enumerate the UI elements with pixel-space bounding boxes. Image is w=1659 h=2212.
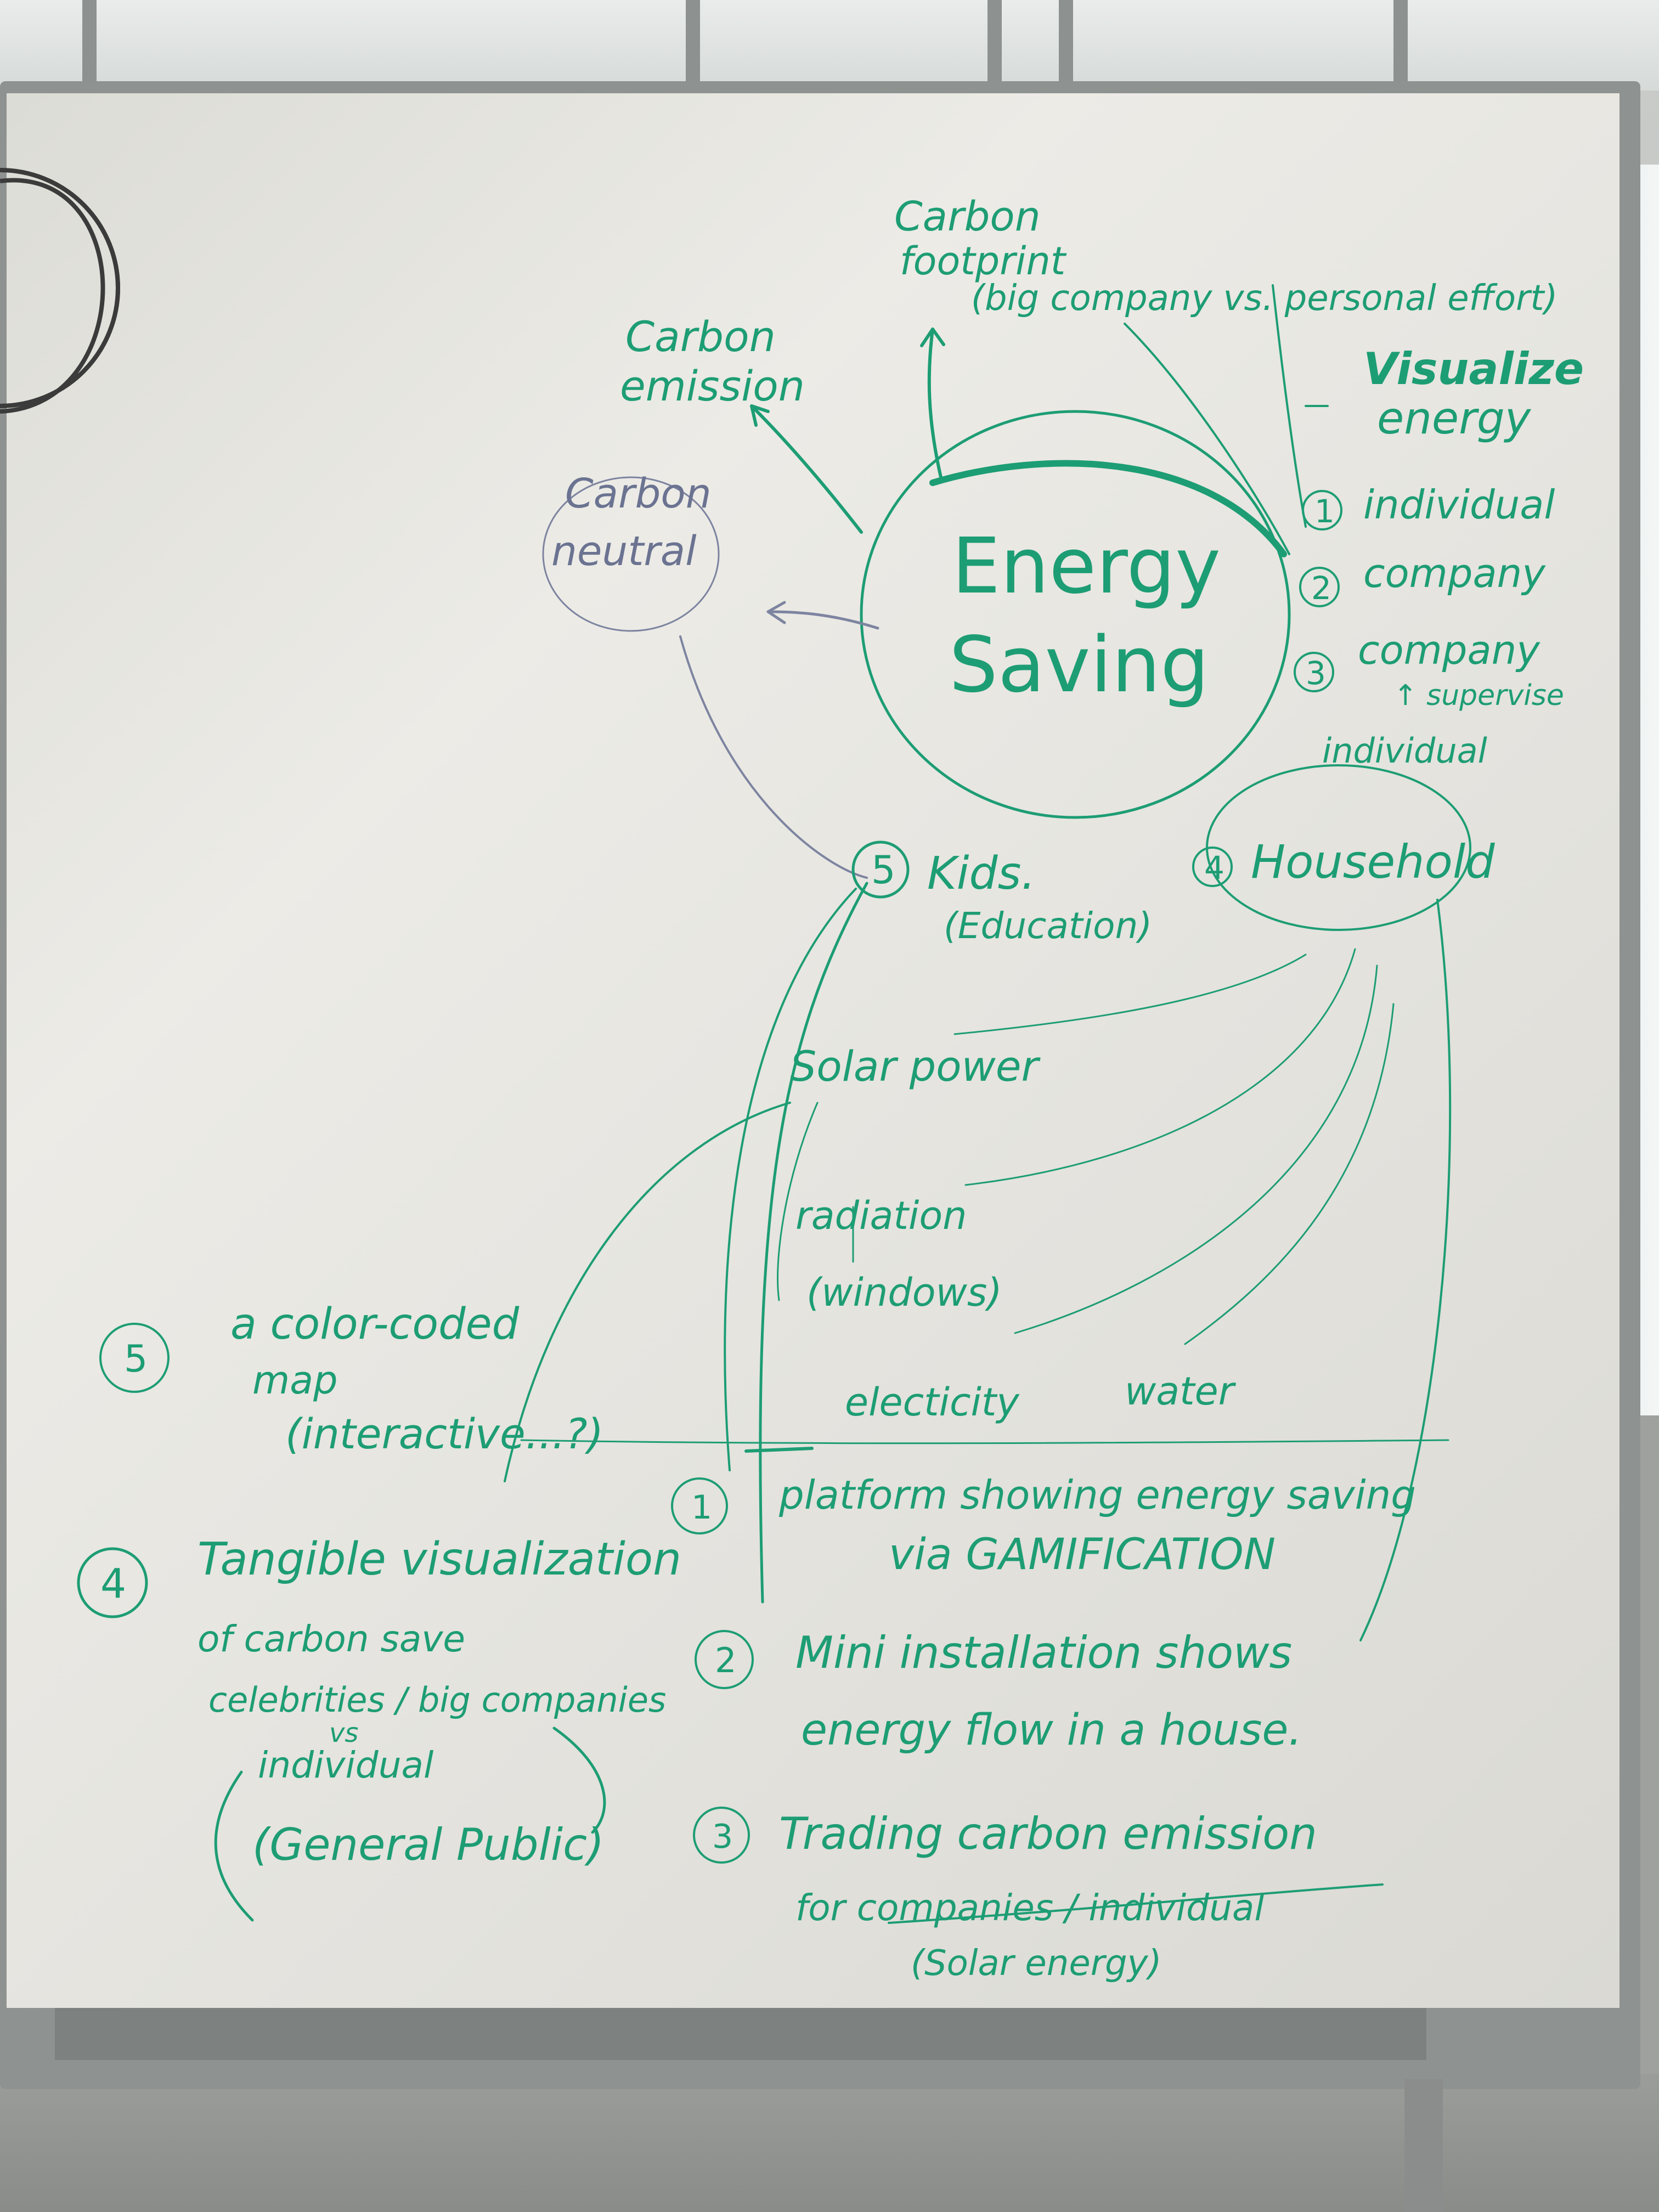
windows-label: (windows) (806, 1270, 1002, 1315)
carbon-neutral-line2: neutral (551, 528, 697, 575)
idea-4-line1: Tangible visualization (198, 1533, 681, 1585)
energy-saving-circle (860, 410, 1291, 819)
corner-circle (0, 168, 120, 408)
divider-emphasis (744, 1447, 814, 1453)
list-circle-3 (1294, 652, 1334, 692)
idea-1-line1: platform showing energy saving (778, 1472, 1416, 1518)
idea-2-circle (695, 1630, 754, 1689)
idea-3-underline (888, 1883, 1384, 1924)
water-label: water (1125, 1369, 1237, 1414)
footprint-line3: (big company vs. personal effort) (971, 278, 1558, 319)
kids-line1: Kids. (927, 848, 1035, 900)
idea-3-line2: for companies / individual (795, 1887, 1265, 1929)
idea-5-circle (99, 1323, 170, 1393)
kids-num: 5 (871, 848, 896, 893)
center-title-line1: Energy (952, 522, 1221, 611)
whiteboard-leg (1404, 2079, 1443, 2212)
footprint-to-individual-line (1272, 284, 1307, 528)
idea-3-line1: Trading carbon emission (779, 1808, 1317, 1859)
footprint-line2: footprint (900, 239, 1067, 284)
idea-4-bracket-right (552, 1726, 606, 1834)
kids-num-circle (851, 840, 910, 899)
household-num: 4 (1204, 849, 1224, 887)
idea-4-num: 4 (100, 1560, 126, 1607)
idea-4-line2: of carbon save (198, 1618, 465, 1660)
corner-circle-arc (0, 168, 120, 414)
electricity-label: electicity (845, 1380, 1020, 1425)
arrow-to-emission (750, 404, 863, 534)
arrow-head (920, 328, 945, 347)
footprint-to-company-line (1124, 323, 1290, 555)
idea-1-line2: via GAMIFICATION (889, 1530, 1276, 1579)
supervise-label: ↑ supervise (1393, 679, 1564, 712)
list-text-2: company (1363, 550, 1546, 596)
idea-4-line6: (General Public) (252, 1819, 604, 1870)
idea-2-num: 2 (715, 1640, 736, 1680)
divider-line (520, 1439, 1449, 1444)
arrow-head (766, 601, 786, 624)
carbon-neutral-line1: Carbon (565, 470, 712, 517)
carbon-emission-line1: Carbon (625, 312, 776, 361)
carbon-neutral-circle (542, 476, 720, 632)
list-circle-2 (1299, 567, 1340, 607)
list-circle-1 (1302, 490, 1342, 531)
window-mullion (82, 0, 97, 91)
idea-3-line3: (Solar energy) (911, 1943, 1162, 1984)
household-label: Household (1251, 835, 1495, 889)
list-num-1: 1 (1314, 493, 1335, 530)
list-num-2: 2 (1311, 569, 1331, 607)
background-floor (0, 2074, 1659, 2212)
solar-to-radiation (777, 1102, 819, 1301)
carbon-emission-line2: emission (620, 362, 805, 410)
idea-3-num: 3 (712, 1818, 733, 1856)
idea-3-circle (693, 1807, 750, 1864)
window-mullion (1393, 0, 1408, 91)
idea-2-line2: energy flow in a house. (801, 1706, 1302, 1755)
idea-5-num: 5 (124, 1338, 148, 1381)
visualize-line2: energy (1377, 393, 1532, 444)
window-mullion (988, 0, 1002, 91)
background-windows (0, 0, 1659, 91)
arrow-head (750, 404, 770, 427)
kids-to-idea-1 (724, 888, 857, 1471)
arrow-to-footprint (927, 328, 943, 479)
neutral-to-kids-line (679, 635, 868, 879)
household-to-solar (953, 953, 1307, 1035)
solar-to-idea-4 (504, 1102, 791, 1482)
idea-5-line1: a color-coded (230, 1300, 520, 1349)
household-to-idea-2 (1359, 899, 1452, 1641)
household-num-circle (1192, 847, 1233, 887)
idea-2-line1: Mini installation shows (795, 1627, 1292, 1678)
radiation-label: radiation (795, 1193, 967, 1238)
kids-line2: (Education) (944, 905, 1152, 947)
window-mullion (686, 0, 700, 91)
window-mullion (1059, 0, 1073, 91)
solar-power-label: Solar power (790, 1042, 1041, 1091)
list-num-3: 3 (1306, 654, 1326, 692)
household-to-radiation (964, 948, 1356, 1186)
idea-1-num: 1 (691, 1488, 712, 1527)
idea-4-circle (77, 1547, 148, 1618)
idea-5-line3: (interactive...?) (285, 1409, 603, 1458)
list-individual-label: individual (1322, 731, 1487, 771)
whiteboard-surface (7, 93, 1620, 2008)
arrow-to-neutral (766, 610, 879, 630)
idea-4-line4: vs (329, 1718, 358, 1748)
household-to-electricity (1014, 964, 1378, 1334)
list-text-1: individual (1363, 482, 1555, 528)
footprint-line1: Carbon (894, 193, 1041, 240)
circle-emphasis (929, 460, 1287, 557)
list-text-3: company (1358, 627, 1541, 673)
whiteboard-tray (55, 2008, 1426, 2060)
idea-4-bracket (214, 1770, 254, 1922)
visualize-line1: Visualize (1363, 343, 1584, 394)
household-to-water (1184, 1003, 1395, 1345)
center-title-line2: Saving (949, 620, 1209, 710)
kids-to-idea-2 (759, 882, 868, 1604)
idea-5-line2: map (252, 1358, 338, 1403)
idea-4-line3: celebrities / big companies (208, 1680, 666, 1720)
idea-1-circle (671, 1477, 728, 1534)
idea-4-line5: individual (258, 1744, 434, 1786)
